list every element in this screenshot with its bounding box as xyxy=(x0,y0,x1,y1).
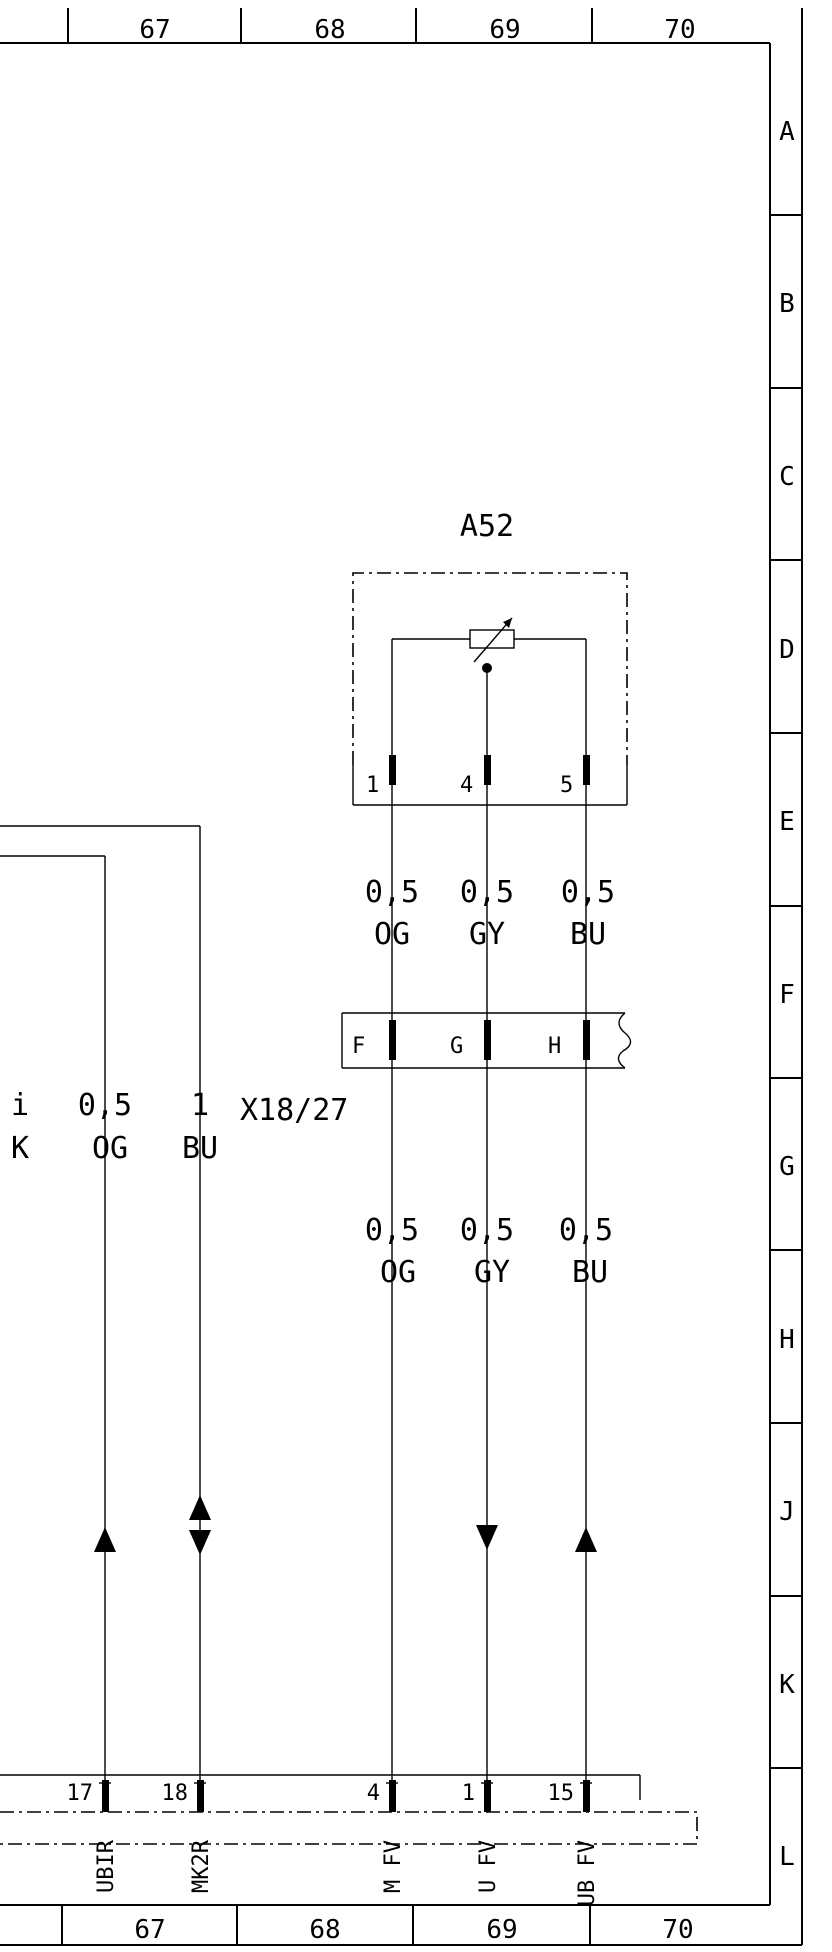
arrow-up-icon xyxy=(575,1527,597,1552)
row-label-d: D xyxy=(779,635,795,665)
wire-left-2-size: 1 xyxy=(191,1088,209,1123)
arrow-up-icon xyxy=(189,1495,211,1520)
x18-pin-f: F xyxy=(352,1034,365,1059)
sheet-frame xyxy=(0,8,803,1946)
wire-upper-1-size: 0,5 xyxy=(365,875,419,910)
cu-signal-mk2r: MK2R xyxy=(189,1839,214,1893)
resistor-icon xyxy=(469,629,515,649)
column-label-top-68: 68 xyxy=(314,15,345,45)
wire-lower-2-size: 0,5 xyxy=(460,1213,514,1248)
column-label-bottom-70: 70 xyxy=(662,1915,693,1945)
connector-x18-27: F G H X18/27 xyxy=(240,1012,632,1128)
row-label-a: A xyxy=(779,117,795,147)
x18-pin-h: H xyxy=(548,1034,561,1059)
connector-x18-27-label: X18/27 xyxy=(240,1093,348,1128)
row-label-g: G xyxy=(779,1152,795,1182)
wire-upper-3-color: BU xyxy=(570,917,606,952)
wire-left-1-size: 0,5 xyxy=(78,1088,132,1123)
wire-lower-1-color: OG xyxy=(380,1255,416,1290)
column-label-bottom-67: 67 xyxy=(134,1915,165,1945)
wire-left-2-color: BU xyxy=(182,1131,218,1166)
column-label-bottom-69: 69 xyxy=(486,1915,517,1945)
a52-pin-1: 1 xyxy=(366,773,379,798)
arrow-up-icon xyxy=(94,1527,116,1552)
cu-pin-1: 1 xyxy=(462,1781,475,1806)
column-label-bottom-68: 68 xyxy=(309,1915,340,1945)
a52-pin-5: 5 xyxy=(560,773,573,798)
row-label-k: K xyxy=(779,1670,795,1700)
wire-lower-2-color: GY xyxy=(474,1255,510,1290)
row-label-b: B xyxy=(779,289,795,319)
wire-lower-3-color: BU xyxy=(572,1255,608,1290)
wire-upper-2-color: GY xyxy=(469,917,505,952)
wire-upper-1-color: OG xyxy=(374,917,410,952)
cu-pin-18: 18 xyxy=(162,1781,189,1806)
cu-signal-u-fv: U FV xyxy=(476,1840,501,1893)
wire-partial-color: K xyxy=(11,1131,29,1166)
wire-upper-2-size: 0,5 xyxy=(460,875,514,910)
row-label-e: E xyxy=(779,807,795,837)
x18-pin-g: G xyxy=(450,1034,463,1059)
wire-lower-1-size: 0,5 xyxy=(365,1213,419,1248)
row-label-f: F xyxy=(779,980,795,1010)
a52-pin-4: 4 xyxy=(460,773,473,798)
column-label-top-67: 67 xyxy=(139,15,170,45)
cu-signal-ubir: UBIR xyxy=(94,1839,119,1893)
row-label-l: L xyxy=(779,1842,795,1872)
row-label-j: J xyxy=(779,1497,795,1527)
column-label-top-69: 69 xyxy=(489,15,520,45)
component-a52: A52 1 4 5 xyxy=(352,509,628,806)
wire-partial-size: i xyxy=(11,1088,29,1123)
column-label-top-70: 70 xyxy=(664,15,695,45)
cu-signal-m-fv: M FV xyxy=(381,1840,406,1893)
wire-left-1-color: OG xyxy=(92,1131,128,1166)
row-label-c: C xyxy=(779,462,795,492)
component-a52-label: A52 xyxy=(460,509,514,544)
row-label-h: H xyxy=(779,1325,795,1355)
arrow-down-icon xyxy=(476,1525,498,1550)
cu-pin-4: 4 xyxy=(367,1781,380,1806)
wire-upper-3-size: 0,5 xyxy=(561,875,615,910)
cu-pin-17: 17 xyxy=(67,1781,94,1806)
cu-pin-15: 15 xyxy=(548,1781,575,1806)
arrow-down-icon xyxy=(189,1530,211,1555)
cu-signal-ub-fv: UB FV xyxy=(575,1840,600,1906)
wire-lower-3-size: 0,5 xyxy=(559,1213,613,1248)
